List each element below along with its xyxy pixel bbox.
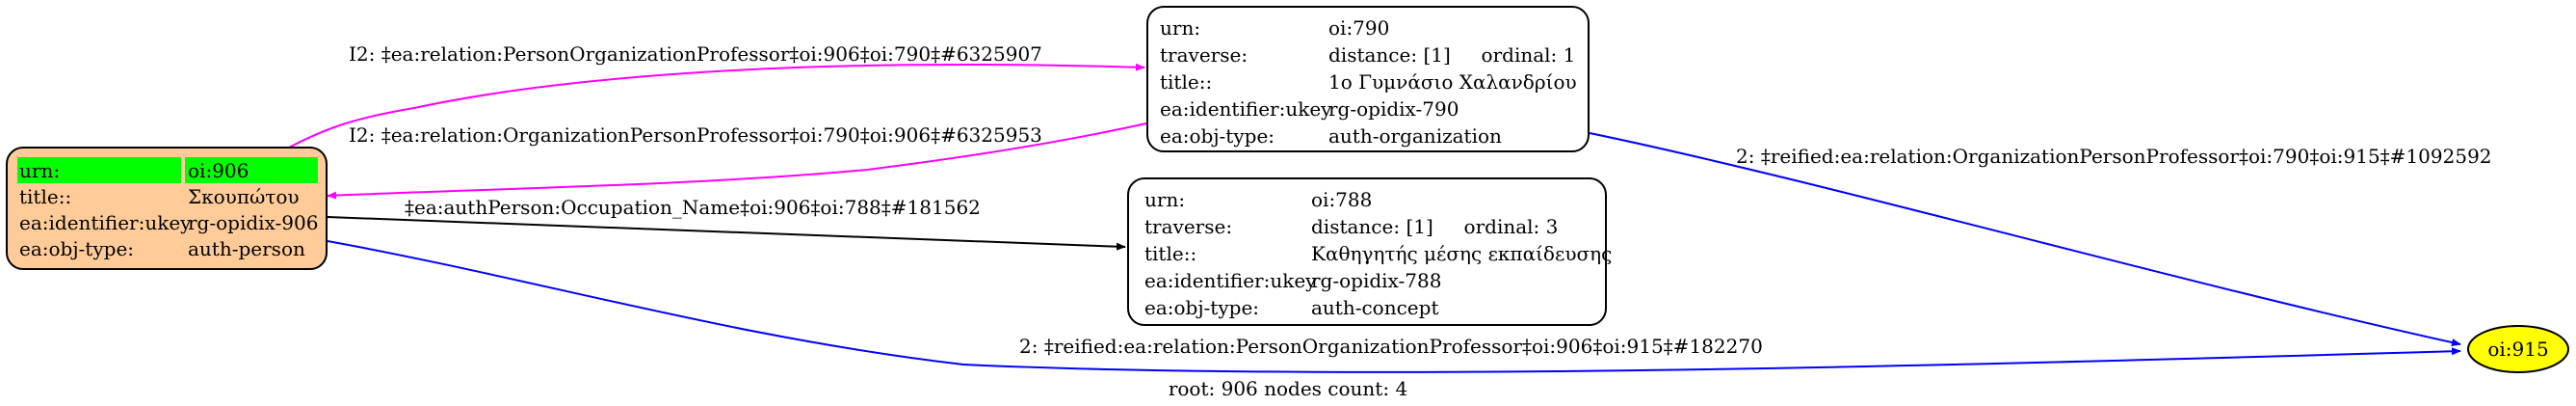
row-key: traverse: [1144,215,1233,238]
edge-label-person-to-reified: 2: ‡reified:ea:relation:PersonOrganizati… [1019,335,1763,358]
row-value: oi:790 [1328,16,1390,40]
row-value: Καθηγητής μέσης εκπαίδευσης [1311,242,1613,265]
edge-label-person-to-organization: I2: ‡ea:relation:PersonOrganizationProfe… [349,42,1042,66]
row-value: Σκουπώτου [188,185,300,208]
urn-highlight-row [17,157,318,183]
row-key: urn: [19,159,61,182]
edge-label-organization-to-reified: 2: ‡reified:ea:relation:OrganizationPers… [1736,145,2492,168]
row-key: urn: [1144,188,1186,211]
organization-node[interactable]: urn: oi:790 traverse: distance: [1] ordi… [1146,6,1590,152]
edge-person-to-reified[interactable] [327,240,2461,373]
graph-footer: root: 906 nodes count: 4 [1168,377,1408,400]
row-key: title:: [1160,70,1213,94]
urn-value-highlight [185,157,318,183]
row-value: distance: [1] ordinal: 1 [1328,43,1576,67]
row-key: urn: [1160,16,1201,40]
row-key: ea:obj-type: [19,237,135,260]
row-value: distance: [1] ordinal: 3 [1311,215,1559,238]
row-value: auth-organization [1328,124,1502,148]
person-node[interactable]: urn: oi:906 title:: Σκουπώτου ea:identif… [6,147,328,270]
row-key: ea:identifier:ukey [1144,269,1317,292]
edge-organization-to-reified[interactable] [1589,132,2461,346]
edge-organization-to-person[interactable] [327,122,1147,200]
row-key: traverse: [1160,43,1249,67]
reified-node-oval[interactable] [2467,325,2569,373]
row-key: ea:identifier:ukey [19,211,192,234]
edge-person-to-organization[interactable] [288,63,1145,149]
row-key: title:: [1144,242,1197,265]
edge-label-person-to-concept: ‡ea:authPerson:Occupation_Name‡oi:906‡oi… [405,196,981,219]
row-key: ea:obj-type: [1144,296,1260,319]
row-value: rg-opidix-788 [1311,269,1442,292]
row-value: rg-opidix-906 [188,211,319,234]
row-value: auth-concept [1311,296,1439,319]
row-key: title:: [19,185,72,208]
edge-person-to-concept[interactable] [327,216,1126,251]
reified-node-label: oi:915 [2487,338,2549,361]
row-key: ea:obj-type: [1160,124,1275,148]
edge-label-organization-to-person: I2: ‡ea:relation:OrganizationPersonProfe… [349,123,1042,147]
row-key: ea:identifier:ukey [1160,97,1332,121]
concept-node[interactable]: urn: oi:788 traverse: distance: [1] ordi… [1127,177,1612,326]
row-value: oi:788 [1311,188,1373,211]
row-value: oi:906 [188,159,250,182]
row-value: 1ο Γυμνάσιο Χαλανδρίου [1328,70,1577,94]
row-value: auth-person [188,237,305,260]
urn-key-highlight [17,157,181,183]
row-value: rg-opidix-790 [1328,97,1459,121]
